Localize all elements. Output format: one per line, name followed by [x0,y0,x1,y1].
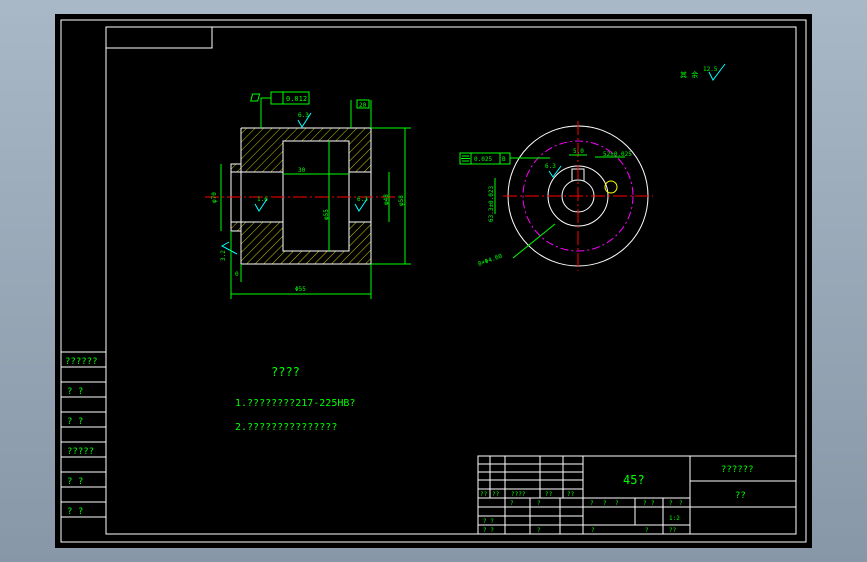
depth-dim: 63.3±0.023 [488,185,495,222]
drawing-name: ?????? [721,465,754,475]
dim-zero: 0 [235,271,239,278]
title-row-0: ? ? [483,518,494,525]
material-label: 45? [623,473,645,487]
title-small-1: ? [537,500,541,507]
left-panel-row-3: ????? [67,447,94,457]
dim-outer-left: φ70 [211,192,218,203]
roughness-corner-value: 12.5 [703,66,718,73]
left-panel-row-0: ?????? [65,357,98,367]
end-view: 0.025 B 5.0 52±0.025 6.3 63.3±0.023 8×Φ4… [459,121,653,271]
surface-roughness-icon [220,241,238,255]
dim-inner: φ55 [323,209,330,220]
notes-line-2: 2.??????????????? [235,422,337,433]
title-small-0: ? [510,500,514,507]
surface-roughness-icon [354,198,368,212]
scale-header-0: ? [590,500,594,507]
dim-right-outer: φ58 [398,195,405,206]
scale-header-1: ? [603,500,607,507]
outer-border [60,19,807,543]
mid-label-0: ?? [669,527,677,534]
flatness-tolerance-icon [250,93,261,102]
left-panel-row-2: ? ? [67,417,83,427]
notes-line-1: 1.????????217-225HB? [235,398,355,409]
technical-notes: ???? 1.????????217-225HB? 2.????????????… [235,365,355,433]
dim-bore-length: 30 [298,167,306,174]
bolt-circle-label: 8×Φ4.60 [477,253,504,268]
dim-top: 20 [359,102,367,109]
title-block: ?? ?? ???? ?? ?? ? ? ? ? ? ? ? 45? ? ? ?… [477,455,797,535]
title-small-2: ? [537,527,541,534]
top-left-tab [106,27,213,49]
keyway-tolerance: 52±0.025 [603,151,632,158]
drawing-number: ?? [735,491,746,501]
symmetry-value: 0.025 [474,156,492,163]
symmetry-tolerance-icon [461,155,470,162]
title-header-3: ?? [545,491,553,498]
left-panel-row-5: ? ? [67,507,83,517]
surface-roughness-icon [297,112,312,128]
left-panel-table: ?????? ? ? ? ? ????? ? ? ? ? [61,351,106,518]
surface-roughness-icon [254,198,268,212]
roughness-face-value: 6.3 [357,196,368,203]
scale-header-7: ? [645,527,649,534]
cad-viewport[interactable]: ?????? ? ? ? ? ????? ? ? ? ? 其 余 12.5 0 [55,14,812,548]
surface-roughness-icon [708,63,726,81]
scale-value: 1:2 [669,515,680,522]
roughness-key-value: 6.3 [545,163,556,170]
title-header-1: ?? [492,491,500,498]
title-header-2: ???? [511,491,526,498]
roughness-side-value: 3.2 [220,250,227,261]
title-small-3: ? [591,527,595,534]
inner-border [105,26,797,535]
drawing-sheet: ?????? ? ? ? ? ????? ? ? ? ? 其 余 12.5 0 [60,19,807,543]
general-roughness-note: 其 余 12.5 [680,63,726,81]
scale-header-4: ? [651,500,655,507]
left-panel-row-4: ? ? [67,477,83,487]
keyway-width: 5.0 [573,148,584,155]
scale-header-5: ? [669,500,673,507]
flatness-value: 0.012 [286,95,307,103]
symmetry-datum: B [502,156,506,163]
roughness-top-value: 6.3 [298,112,309,119]
surface-roughness-icon [548,165,562,178]
scale-header-6: ? [679,500,683,507]
dim-right-inner: φ48 [383,194,390,205]
bolt-circle [522,140,634,252]
title-header-0: ?? [480,491,488,498]
roughness-bore-value: 1.6 [257,196,268,203]
small-hole [604,180,618,194]
title-row-1: ? ? [483,527,494,534]
section-cavity [282,140,350,252]
left-panel-row-1: ? ? [67,387,83,397]
section-view: 0.012 6.3 20 30 φ70 φ55 1.6 6.3 φ48 φ58 [205,91,411,299]
notes-title: ???? [271,365,300,379]
dim-length: Φ55 [295,286,306,293]
scale-header-2: ? [615,500,619,507]
title-header-4: ?? [567,491,575,498]
roughness-corner-label: 其 余 [680,70,698,79]
scale-header-3: ? [643,500,647,507]
